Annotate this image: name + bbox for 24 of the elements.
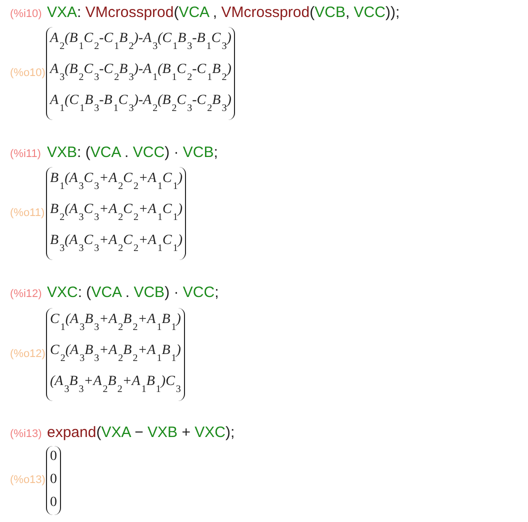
matrix-entry: B$_{2}$(A$_{3}$C$_{3}$+A$_{2}$C$_{2}$+A$_{1}$C$_{1}$) xyxy=(50,201,182,225)
matrix-entry: B$_{1}$(A$_{3}$C$_{3}$+A$_{2}$C$_{2}$+A$_{1}$C$_{1}$) xyxy=(50,170,182,194)
input-prompt: (%i13) xyxy=(10,428,42,440)
output-prompt: (%o11) xyxy=(10,206,45,218)
input-prompt: (%i11) xyxy=(10,148,41,160)
input-expression: VXC: (VCA . VCB) · VCC; xyxy=(47,284,219,301)
input-expression: expand(VXA − VXB + VXC); xyxy=(47,424,235,441)
matrix-entry: A$_{3}$(B$_{2}$C$_{3}$-C$_{2}$B$_{3}$)-A$_{1}$(B$_{1}$C$_{2}$-C$_{1}$B$_{2}$) xyxy=(50,61,232,85)
input-expression: VXA: VMcrossprod(VCA , VMcrossprod(VCB, VCC)); xyxy=(47,4,400,21)
matrix-entry: C$_{2}$(A$_{3}$B$_{3}$+A$_{2}$B$_{2}$+A$_{1}$B$_{1}$) xyxy=(50,342,181,366)
matrix-entry: 0 xyxy=(50,448,57,466)
input-prompt: (%i10) xyxy=(10,8,42,20)
matrix-entry: A$_{1}$(C$_{1}$B$_{3}$-B$_{1}$C$_{3}$)-A$_{2}$(B$_{2}$C$_{3}$-C$_{2}$B$_{3}$) xyxy=(50,92,232,116)
matrix-entry: C$_{1}$(A$_{3}$B$_{3}$+A$_{2}$B$_{2}$+A$_{1}$B$_{1}$) xyxy=(50,311,181,335)
matrix-entry: 0 xyxy=(50,494,57,512)
output-prompt: (%o12) xyxy=(10,348,46,360)
input-prompt: (%i12) xyxy=(10,288,42,300)
matrix-entry: B$_{3}$(A$_{3}$C$_{3}$+A$_{2}$C$_{2}$+A$_{1}$C$_{1}$) xyxy=(50,232,182,256)
matrix-entry: A$_{2}$(B$_{1}$C$_{2}$-C$_{1}$B$_{2}$)-A$_{3}$(C$_{1}$B$_{3}$-B$_{1}$C$_{3}$) xyxy=(50,30,232,54)
output-prompt: (%o10) xyxy=(10,66,46,78)
input-expression: VXB: (VCA . VCC) · VCB; xyxy=(47,144,218,161)
matrix-entry: 0 xyxy=(50,471,57,489)
matrix-entry: (A$_{3}$B$_{3}$+A$_{2}$B$_{2}$+A$_{1}$B$_{1}$)C$_{3}$ xyxy=(50,373,181,397)
output-prompt: (%o13) xyxy=(10,474,46,486)
